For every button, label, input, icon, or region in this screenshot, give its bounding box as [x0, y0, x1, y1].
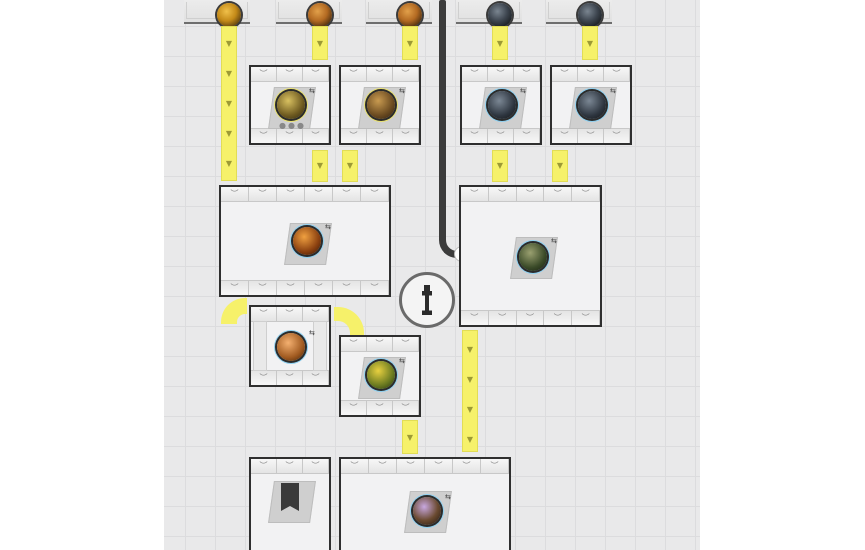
document-icon — [281, 483, 299, 511]
belt-2[interactable]: ▼ — [312, 26, 328, 60]
belt-9[interactable]: ▼ — [552, 150, 568, 182]
swap-icon: ⇆ — [520, 87, 526, 95]
ore-rubble-icon — [277, 91, 305, 119]
coal-chunk-icon — [488, 91, 516, 119]
factory-board[interactable]: » ▼ ▼ ▼ ▼ ▼ ▼ ▼ ▼ ▼ ▼ ▼ ▼ ▼ ︶︶︶ ︶︶︶ ⇆ ●●… — [164, 0, 700, 550]
mossy-rock-icon — [519, 243, 547, 271]
arrow-down-icon: ▼ — [496, 161, 504, 170]
arrow-down-icon: ▼ — [316, 161, 324, 170]
arrow-down-icon: ▼ — [466, 345, 474, 354]
pipe-bend — [439, 236, 461, 258]
coal-chunk-icon — [578, 91, 606, 119]
machine-m2[interactable]: ︶︶︶ ︶︶︶ ⇆ — [339, 65, 421, 145]
belt-11[interactable]: ▼ ▼ ▼ ▼ — [462, 330, 478, 452]
machine-m6[interactable]: ︶︶︶︶︶ ︶︶︶︶︶ ⇆ — [459, 185, 602, 327]
machine-m1[interactable]: ︶︶︶ ︶︶︶ ⇆ ●●● — [249, 65, 331, 145]
belt-3[interactable]: ▼ — [402, 26, 418, 60]
arrow-down-icon: ▼ — [466, 405, 474, 414]
status-dots: ●●● — [279, 121, 306, 130]
arrow-down-icon: ▼ — [586, 39, 594, 48]
belt-1[interactable]: ▼ ▼ ▼ ▼ ▼ — [221, 26, 237, 181]
swap-icon: ⇆ — [445, 493, 451, 501]
belt-4[interactable]: ▼ — [492, 26, 508, 60]
arrow-down-icon: ▼ — [225, 129, 233, 138]
machine-m4[interactable]: ︶︶︶ ︶︶︶ ⇆ — [550, 65, 632, 145]
arrow-down-icon: ▼ — [466, 435, 474, 444]
belt-curve-right[interactable] — [334, 307, 364, 335]
ore-rubble-icon — [367, 91, 395, 119]
pipe-vertical — [439, 0, 446, 240]
belt-7[interactable]: ▼ — [342, 150, 358, 182]
machine-m9[interactable]: ︶︶︶ — [249, 457, 331, 550]
hub-ring[interactable] — [399, 272, 455, 328]
arrow-down-icon: ▼ — [225, 69, 233, 78]
swap-icon: ⇆ — [551, 237, 557, 245]
machine-m3[interactable]: ︶︶︶ ︶︶︶ ⇆ — [460, 65, 542, 145]
refined-ore-icon — [293, 227, 321, 255]
coal-cube-icon[interactable] — [578, 3, 602, 27]
copper-cube-icon — [277, 333, 305, 361]
swap-icon: ⇆ — [309, 329, 315, 337]
gold-alloy-icon — [367, 361, 395, 389]
belt-curve-left[interactable] — [221, 298, 247, 324]
machine-m7[interactable]: ︶︶︶ ︶︶︶ ⇆ — [249, 305, 331, 387]
arrow-down-icon: ▼ — [406, 39, 414, 48]
crystal-ore-icon — [413, 497, 441, 525]
belt-8[interactable]: ▼ — [492, 150, 508, 182]
coal-cube-icon[interactable] — [488, 3, 512, 27]
arrow-down-icon: ▼ — [225, 159, 233, 168]
arrow-down-icon: ▼ — [316, 39, 324, 48]
arrow-down-icon: ▼ — [496, 39, 504, 48]
machine-m5[interactable]: ︶︶︶︶︶︶ ︶︶︶︶︶︶ ⇆ — [219, 185, 391, 297]
swap-icon: ⇆ — [610, 87, 616, 95]
belt-5[interactable]: ▼ — [582, 26, 598, 60]
tower-icon — [422, 285, 432, 315]
arrow-down-icon: ▼ — [556, 161, 564, 170]
ore-copper-icon[interactable] — [398, 3, 422, 27]
swap-icon: ⇆ — [325, 223, 331, 231]
ore-gold-icon[interactable] — [217, 3, 241, 27]
arrow-down-icon: ▼ — [406, 433, 414, 442]
swap-icon: ⇆ — [399, 87, 405, 95]
arrow-down-icon: ▼ — [225, 99, 233, 108]
swap-icon: ⇆ — [399, 357, 405, 365]
arrow-down-icon: ▼ — [225, 39, 233, 48]
arrow-down-icon: ▼ — [466, 375, 474, 384]
swap-icon: ⇆ — [309, 87, 315, 95]
belt-10[interactable]: ▼ — [402, 420, 418, 454]
machine-m8[interactable]: ︶︶︶ ︶︶︶ ⇆ — [339, 335, 421, 417]
machine-m10[interactable]: ︶︶︶︶︶︶ ⇆ — [339, 457, 511, 550]
ore-copper-icon[interactable] — [308, 3, 332, 27]
arrow-down-icon: ▼ — [346, 161, 354, 170]
belt-6[interactable]: ▼ — [312, 150, 328, 182]
